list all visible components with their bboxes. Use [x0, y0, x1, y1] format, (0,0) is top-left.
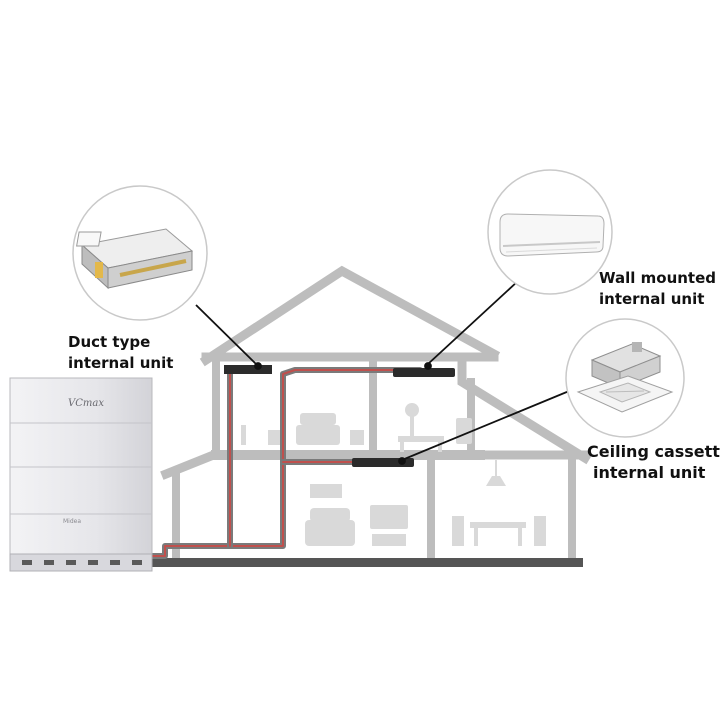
nightstand-right: [350, 430, 364, 445]
leader-duct-dot: [255, 363, 261, 369]
tv-stand: [372, 534, 406, 546]
sofa: [305, 520, 355, 546]
dining-chair-2: [534, 516, 546, 546]
wall-unit-label: Wall mounted internal unit: [599, 268, 716, 310]
desk-leg: [400, 442, 404, 452]
duct-unit-label: Duct type internal unit: [68, 332, 173, 374]
lamp: [241, 425, 246, 445]
wall-unit-illustration: [500, 214, 604, 256]
callout-wall: [488, 170, 612, 294]
desk-lamp: [405, 403, 419, 417]
upper-roof: [206, 271, 494, 360]
cassette-unit-label: Ceiling cassette internal unit: [587, 441, 720, 483]
sofa-back: [310, 508, 350, 522]
leader-wall-dot: [425, 363, 431, 369]
cassette-unit-label-line2: internal unit: [587, 462, 720, 483]
nightstand-left: [268, 430, 282, 445]
shelf: [310, 484, 342, 498]
furniture-silhouettes: [241, 403, 546, 546]
bed-headboard: [300, 413, 336, 425]
callout-cassette: [566, 319, 684, 437]
wall-unit-in-house: [393, 368, 455, 377]
outdoor-unit-brand: Midea: [63, 518, 81, 525]
duct-unit-in-house: [224, 365, 272, 374]
callout-duct: [73, 186, 207, 320]
duct-unit-label-line1: Duct type: [68, 332, 173, 353]
wall-unit-label-line1: Wall mounted: [599, 268, 716, 289]
dining-chair: [452, 516, 464, 546]
dining-leg: [474, 528, 478, 546]
outdoor-unit: VCmax Midea: [10, 378, 152, 571]
duct-unit-label-line2: internal unit: [68, 353, 173, 374]
wall-unit-label-line2: internal unit: [599, 289, 716, 310]
tv: [370, 505, 408, 529]
dining-table: [470, 522, 526, 528]
pendant-cord: [495, 460, 497, 476]
leader-cassette-dot: [399, 458, 405, 464]
dining-leg-2: [518, 528, 522, 546]
pendant-lamp: [486, 476, 506, 486]
desk: [398, 436, 444, 442]
desk-lamp-stem: [410, 416, 414, 436]
cassette-unit-label-line1: Ceiling cassette: [587, 441, 720, 462]
bed: [296, 425, 340, 445]
ground-line: [150, 558, 583, 567]
chair: [456, 418, 472, 444]
outdoor-unit-logo: VCmax: [68, 398, 104, 409]
